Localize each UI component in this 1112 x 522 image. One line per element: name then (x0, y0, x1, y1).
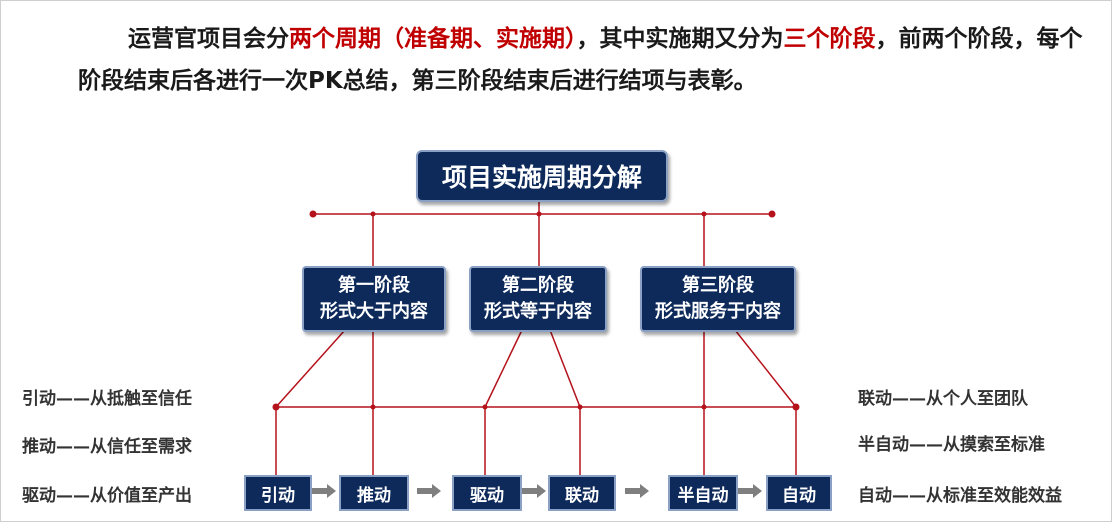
bus-dot (768, 210, 776, 218)
right-note: 半自动——从摸索至标准 (858, 435, 1045, 455)
stage2-right-branch (549, 329, 581, 408)
step-box: 驱动 (452, 475, 522, 511)
stage-desc: 形式大于内容 (320, 301, 428, 322)
left-note: 驱动——从价值至产出 (22, 486, 192, 506)
bus-dot (370, 211, 376, 217)
stage-name: 第三阶段 (682, 275, 754, 296)
stage-desc: 形式服务于内容 (655, 301, 781, 322)
stage-box-2: 第二阶段 形式等于内容 (469, 266, 607, 332)
step-box: 半自动 (668, 475, 738, 511)
intro-highlight-periods: 两个周期（准备期、实施期） (289, 26, 577, 52)
bus-dot (792, 403, 800, 411)
left-note: 引动——从抵触至信任 (22, 389, 192, 409)
stage-box-1: 第一阶段 形式大于内容 (302, 266, 446, 332)
intro-highlight-stages: 三个阶段 (783, 26, 876, 52)
intro-text-d: ，前两个阶段，每个阶段结束后各进行一次PK总结，第三阶段结束后进行结项与表彰。 (78, 26, 1083, 94)
intro-text-a: 运营官 (128, 26, 197, 52)
stage1-left-branch (275, 329, 346, 408)
bus-dot (309, 210, 317, 218)
intro-text-c: ，其中实施期又分为 (576, 26, 784, 52)
intro-text-b: 项目会分 (197, 26, 289, 52)
arrow-icon (625, 484, 649, 498)
stage-box-3: 第三阶段 形式服务于内容 (640, 266, 796, 332)
stage3-right-branch (734, 329, 797, 408)
right-note: 自动——从标准至效能效益 (858, 486, 1062, 506)
step-box: 自动 (766, 475, 832, 511)
step-box: 引动 (244, 475, 312, 511)
intro-paragraph: 运营官项目会分两个周期（准备期、实施期），其中实施期又分为三个阶段，前两个阶段，… (78, 18, 1088, 102)
right-note: 联动——从个人至团队 (858, 389, 1028, 409)
left-note: 推动——从信任至需求 (22, 437, 192, 457)
diagram-title: 项目实施周期分解 (416, 150, 668, 202)
step-box: 联动 (548, 475, 616, 511)
arrow-icon (417, 484, 441, 498)
arrow-icon (738, 484, 762, 498)
arrow-icon (312, 484, 336, 498)
bus-dot (536, 211, 542, 217)
step-box: 推动 (339, 475, 409, 511)
stage-desc: 形式等于内容 (484, 301, 592, 322)
bus-dot (701, 211, 707, 217)
stage2-left-branch (484, 329, 523, 408)
bus-dot (577, 404, 583, 410)
stage-name: 第二阶段 (502, 275, 574, 296)
arrow-icon (522, 484, 546, 498)
bus-dot (701, 404, 707, 410)
stage-name: 第一阶段 (338, 275, 410, 296)
bus-dot (482, 404, 488, 410)
bus-dot (370, 404, 376, 410)
bus-dot (272, 403, 280, 411)
